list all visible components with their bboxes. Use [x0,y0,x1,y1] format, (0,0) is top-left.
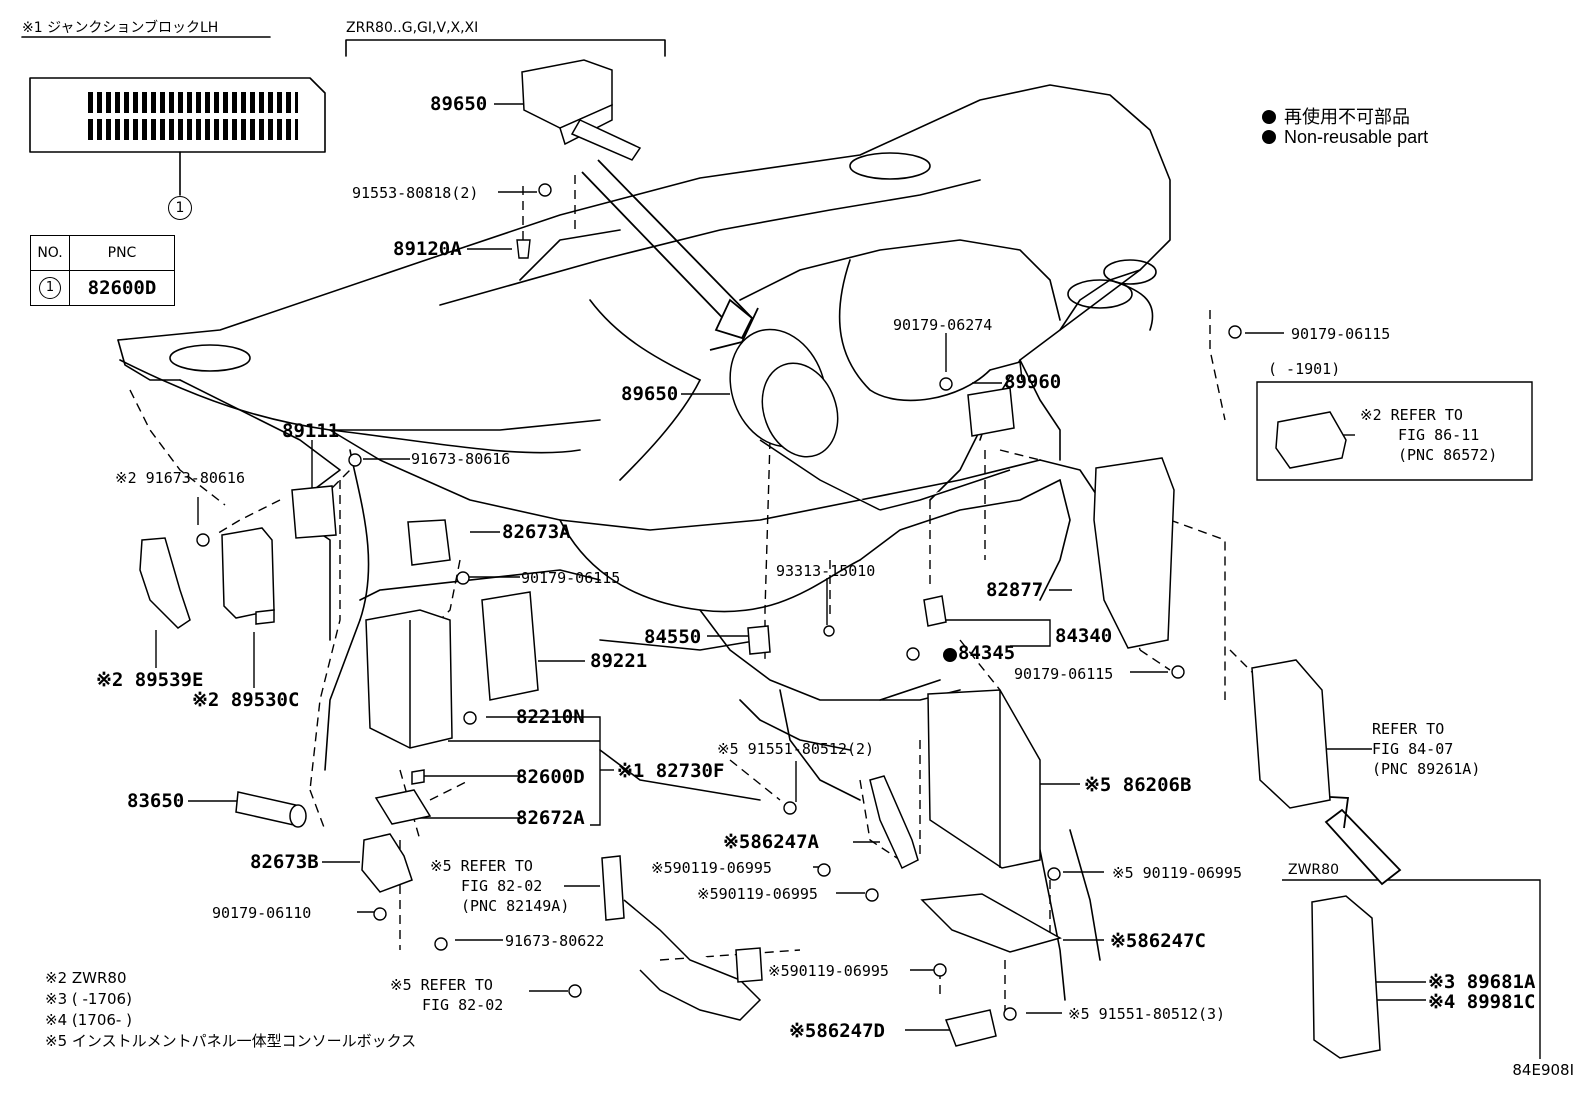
legend-jp-text: 再使用不可部品 [1284,107,1410,127]
part-label-90119-06995-a[interactable]: ※590119-06995 [651,859,772,877]
zrr-model-header: ZRR80..G,GI,V,X,XI [346,20,479,36]
part-label-86247d[interactable]: ※586247D [789,1020,885,1042]
part-label-90179-06274[interactable]: 90179-06274 [893,316,993,334]
part-label-90179-06115-b[interactable]: 90179-06115 [1014,665,1114,683]
part-label-90179-06115-c[interactable]: 90179-06115 [1291,325,1391,343]
ref-fig-86-11-line2[interactable]: FIG 86-11 [1398,426,1480,444]
pnc-table: NO. PNC 1 82600D [30,235,175,306]
footnote-5: ※5 インストルメントパネル一体型コンソールボックス [45,1032,417,1050]
part-label-82673b[interactable]: 82673B [250,851,319,873]
part-label-91673-80616-left[interactable]: ※2 91673-80616 [115,469,245,487]
ref-fig-82-02-a-line2[interactable]: FIG 82-02 [461,877,543,895]
pnc-table-header-no: NO. [30,235,70,271]
part-label-82673a[interactable]: 82673A [502,521,571,543]
part-label-90119-06995-b[interactable]: ※590119-06995 [697,885,818,903]
part-label-89960[interactable]: 89960 [1004,371,1062,393]
part-label-89681a[interactable]: ※3 89681A [1428,971,1536,993]
ref-fig-82-02-b-line1[interactable]: ※5 REFER TO [390,976,493,994]
part-label-86206b[interactable]: ※5 86206B [1084,774,1192,796]
part-label-89111[interactable]: 89111 [282,420,340,442]
part-label-82730f[interactable]: ※1 82730F [617,760,725,782]
ref-fig-82-02-a-line3[interactable]: (PNC 82149A) [461,897,570,915]
part-label-83650[interactable]: 83650 [127,790,185,812]
ref-fig-86-11-line3[interactable]: (PNC 86572) [1398,446,1498,464]
footnote-4: ※4 (1706- ) [45,1011,132,1029]
part-label-91553-80818[interactable]: 91553-80818(2) [352,184,479,202]
part-label-93313-15010[interactable]: 93313-15010 [776,562,876,580]
part-label-89530c[interactable]: ※2 89530C [192,689,300,711]
ref-fig-84-07-line2[interactable]: FIG 84-07 [1372,740,1454,758]
junction-block-title: ※1 ジャンクションブロックLH [22,20,219,36]
part-label-86247c[interactable]: ※586247C [1110,930,1206,952]
part-label-89650-mid[interactable]: 89650 [621,383,679,405]
barcode-gap [88,113,298,119]
footnote-2: ※2 ZWR80 [45,969,127,987]
bullet-icon [1262,130,1276,144]
part-label-89120a[interactable]: 89120A [393,238,462,260]
part-label-91673-80622[interactable]: 91673-80622 [505,932,605,950]
ref-fig-86-11-line1[interactable]: ※2 REFER TO [1360,406,1463,424]
diagram-dashboard-body [117,84,1171,441]
part-label-89981c[interactable]: ※4 89981C [1428,991,1536,1013]
part-label-89650-top[interactable]: 89650 [430,93,488,115]
part-label-82877[interactable]: 82877 [986,579,1044,601]
date-range-1901: ( -1901) [1268,360,1341,378]
pnc-row-number: 1 [39,277,61,299]
legend-en-text: Non-reusable part [1284,127,1429,147]
part-label-90179-06115-a[interactable]: 90179-06115 [521,569,621,587]
part-label-91551-80512-2[interactable]: ※5 91551-80512(2) [717,740,875,758]
figure-code: 84E908I [1512,1061,1574,1079]
part-label-86247a[interactable]: ※586247A [723,831,819,853]
footnote-3: ※3 ( -1706) [45,990,132,1008]
part-label-89221[interactable]: 89221 [590,650,648,672]
pnc-table-row-no: 1 [30,270,70,306]
zwr-model-header: ZWR80 [1288,862,1339,878]
ref-fig-82-02-a-line1[interactable]: ※5 REFER TO [430,857,533,875]
part-label-84550[interactable]: 84550 [644,626,702,648]
part-label-84340[interactable]: 84340 [1055,625,1113,647]
bullet-icon [1262,110,1276,124]
pnc-table-row-pnc: 82600D [69,270,175,306]
part-label-90179-06110[interactable]: 90179-06110 [212,904,312,922]
part-label-89539e[interactable]: ※2 89539E [96,669,204,691]
part-label-91551-80512-3[interactable]: ※5 91551-80512(3) [1068,1005,1226,1023]
part-label-90119-06995-d[interactable]: ※590119-06995 [768,962,889,980]
footnotes: ※2 ZWR80 ※3 ( -1706) ※4 (1706- ) ※5 インスト… [45,968,416,1052]
part-label-82210n[interactable]: 82210N [516,706,585,728]
part-label-90119-06995-c[interactable]: ※5 90119-06995 [1112,864,1242,882]
part-label-82600d[interactable]: 82600D [516,766,585,788]
ref-fig-84-07-line1[interactable]: REFER TO [1372,720,1445,738]
pnc-table-header-pnc: PNC [69,235,175,271]
part-label-84345[interactable]: 84345 [958,642,1016,664]
callout-1: 1 [168,196,192,220]
part-label-91673-80616[interactable]: 91673-80616 [411,450,511,468]
legend-en: Non-reusable part [1262,127,1428,148]
legend-jp: 再使用不可部品 [1262,103,1410,129]
ref-fig-82-02-b-line2[interactable]: FIG 82-02 [422,996,504,1014]
part-label-82672a[interactable]: 82672A [516,807,585,829]
ref-fig-84-07-line3[interactable]: (PNC 89261A) [1372,760,1481,778]
